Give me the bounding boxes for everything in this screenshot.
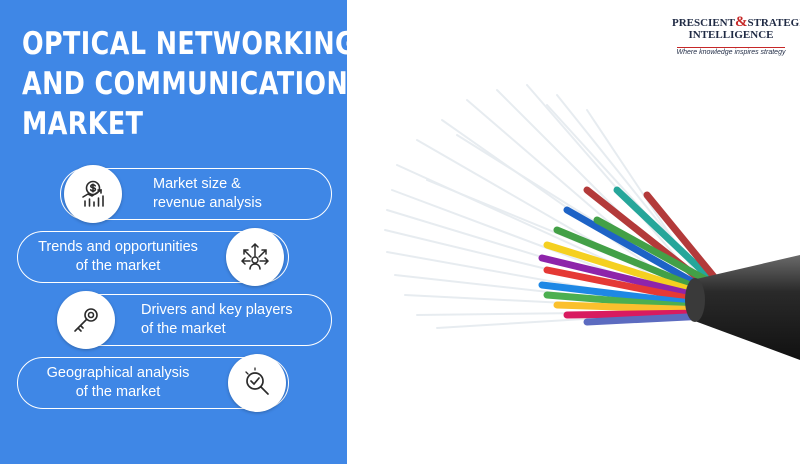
magnifier-check-icon (228, 354, 286, 412)
dollar-growth-icon (64, 165, 122, 223)
key-icon (57, 291, 115, 349)
feature-line-1: Market size & (153, 176, 241, 192)
brand-logo: PRESCIENT&STRATEGIC INTELLIGENCE Where k… (672, 14, 800, 59)
feature-trends: Trends and opportunities of the market (17, 231, 289, 283)
feature-line-2: of the market (75, 258, 161, 274)
logo-tagline: Where knowledge inspires strategy (676, 47, 786, 56)
feature-line-1: Geographical analysis (46, 365, 190, 381)
feature-line-2: of the market (141, 321, 226, 337)
cable-jacket (685, 255, 800, 360)
logo-line-2: INTELLIGENCE (688, 29, 774, 41)
network-person-icon (226, 228, 284, 286)
feature-line-1: Trends and opportunities (38, 239, 198, 255)
logo-line-1: PRESCIENT&STRATEGIC (672, 14, 800, 31)
title-line-2: AND COMMUNICATION (22, 66, 349, 102)
feature-line-1: Drivers and key players (141, 302, 293, 318)
logo-word-1: PRESCIENT (672, 17, 735, 29)
feature-line-2: revenue analysis (153, 195, 262, 211)
logo-ampersand: & (734, 14, 748, 30)
feature-drivers: Drivers and key players of the market (60, 294, 332, 346)
left-panel: OPTICAL NETWORKING AND COMMUNICATION MAR… (0, 0, 357, 464)
title-line-3: MARKET (22, 106, 144, 142)
feature-line-2: of the market (75, 384, 161, 400)
page-title: OPTICAL NETWORKING AND COMMUNICATION MAR… (22, 24, 357, 144)
colored-fiber-buffers (538, 186, 719, 326)
title-line-1: OPTICAL NETWORKING (22, 26, 357, 62)
feature-market-size: Market size & revenue analysis (60, 168, 332, 220)
fiber-optic-cable-illustration (384, 84, 800, 360)
logo-word-2: STRATEGIC (747, 17, 800, 29)
feature-geographical: Geographical analysis of the market (17, 357, 289, 409)
